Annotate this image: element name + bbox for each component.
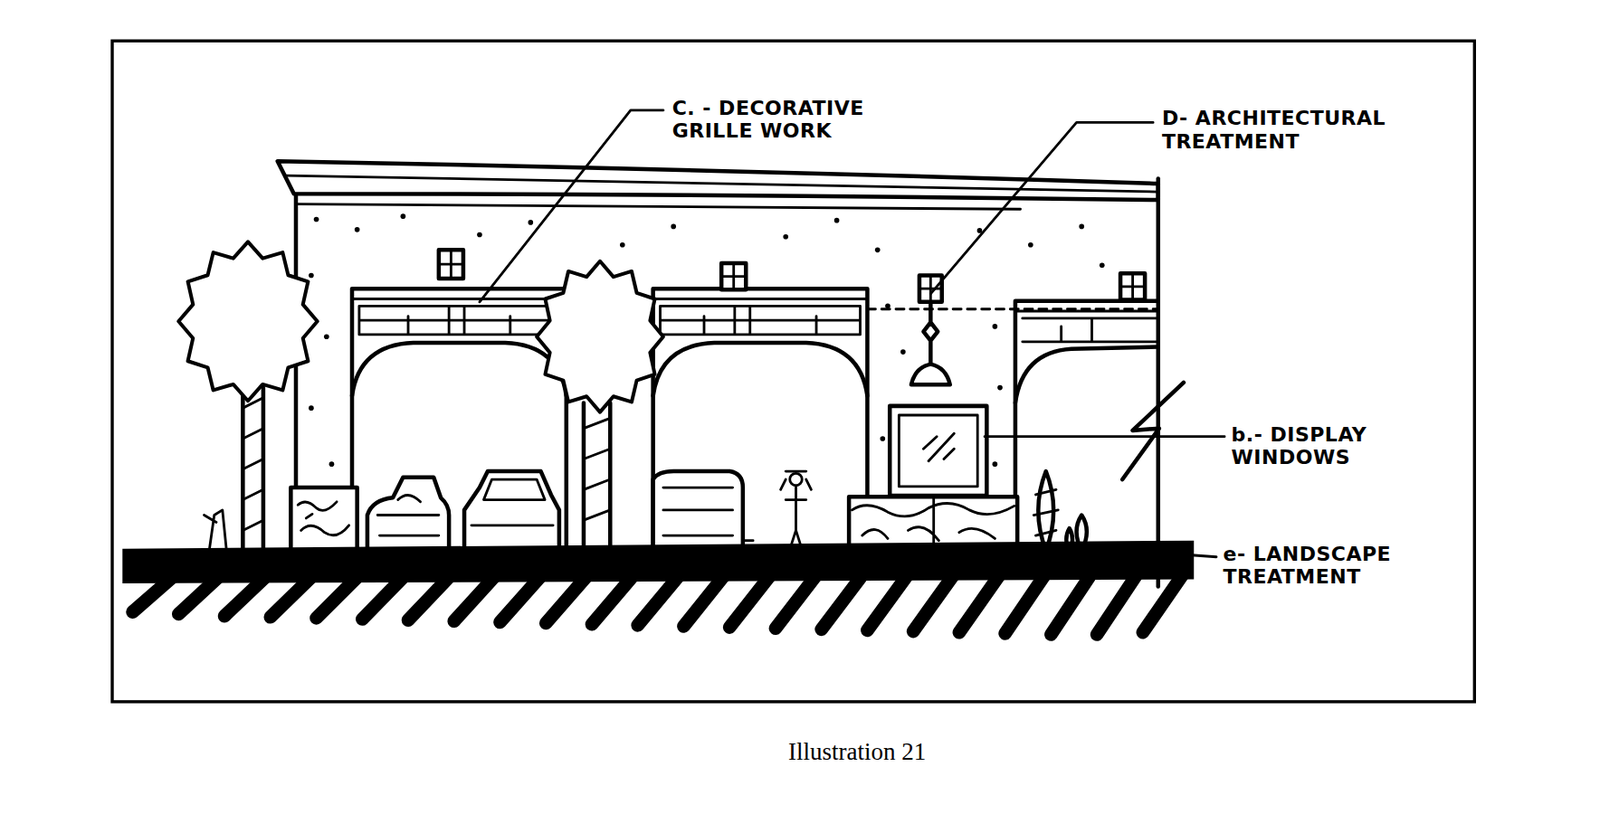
- frame: [112, 40, 1475, 703]
- callout-label: b.- DISPLAY WINDOWS: [1228, 422, 1416, 471]
- callout-label: C. - DECORATIVE GRILLE WORK: [669, 95, 947, 144]
- callout-label: D- ARCHITECTURAL TREATMENT: [1159, 105, 1428, 154]
- tree: [178, 241, 664, 556]
- shrub: [1033, 471, 1087, 553]
- leader-line: [479, 110, 1225, 558]
- edge-line: [1156, 178, 1162, 587]
- break-mark: [1122, 382, 1184, 480]
- ground-hatching: [122, 541, 1194, 636]
- callout-label: e- LANDSCAPE TREATMENT: [1220, 542, 1430, 591]
- figure-caption: Illustration 21: [784, 738, 930, 767]
- building-facade: [277, 161, 1159, 562]
